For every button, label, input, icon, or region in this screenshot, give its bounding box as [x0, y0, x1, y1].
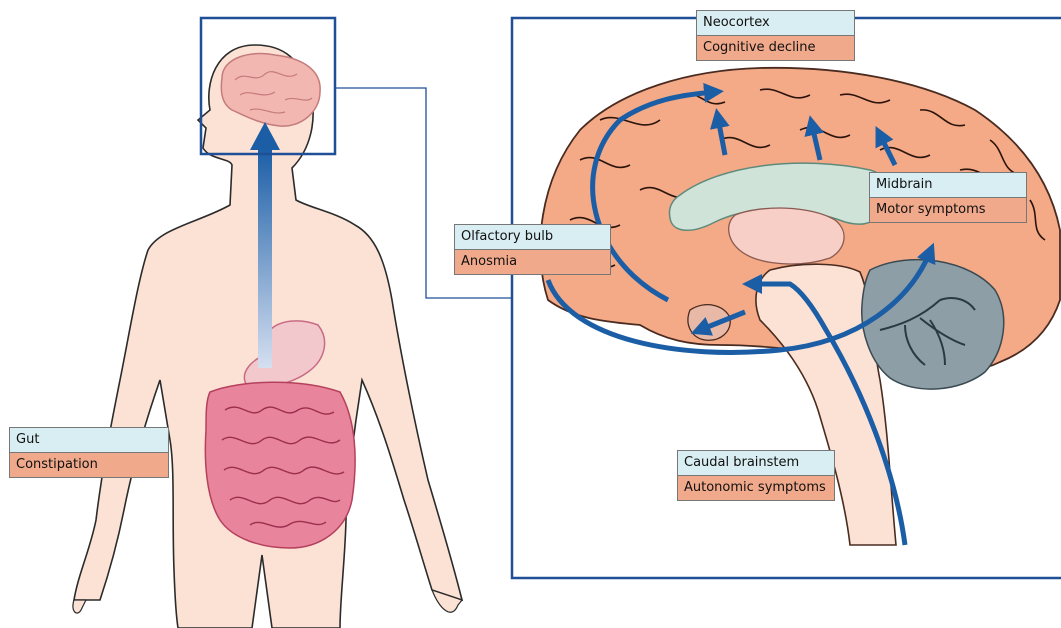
- intestines: [205, 382, 355, 548]
- gut-to-brain-arrow-shaft: [258, 148, 272, 368]
- neocortex-symptom-label: Cognitive decline: [697, 36, 854, 60]
- midbrain-label: Midbrain Motor symptoms: [869, 172, 1027, 223]
- caudal-region-label: Caudal brainstem: [678, 451, 834, 476]
- hand-left: [73, 600, 86, 613]
- neocortex-label: Neocortex Cognitive decline: [696, 10, 855, 61]
- olfactory-region-label: Olfactory bulb: [455, 225, 610, 250]
- olfactory-label: Olfactory bulb Anosmia: [454, 224, 611, 275]
- caudal-brainstem-label: Caudal brainstem Autonomic symptoms: [677, 450, 835, 501]
- midbrain-region-label: Midbrain: [870, 173, 1026, 198]
- gut-label: Gut Constipation: [9, 427, 169, 478]
- caudal-symptom-label: Autonomic symptoms: [678, 476, 834, 500]
- midbrain-symptom-label: Motor symptoms: [870, 198, 1026, 222]
- neocortex-region-label: Neocortex: [697, 11, 854, 36]
- olfactory-symptom-label: Anosmia: [455, 250, 610, 274]
- gut-region-label: Gut: [10, 428, 168, 453]
- gut-symptom-label: Constipation: [10, 453, 168, 477]
